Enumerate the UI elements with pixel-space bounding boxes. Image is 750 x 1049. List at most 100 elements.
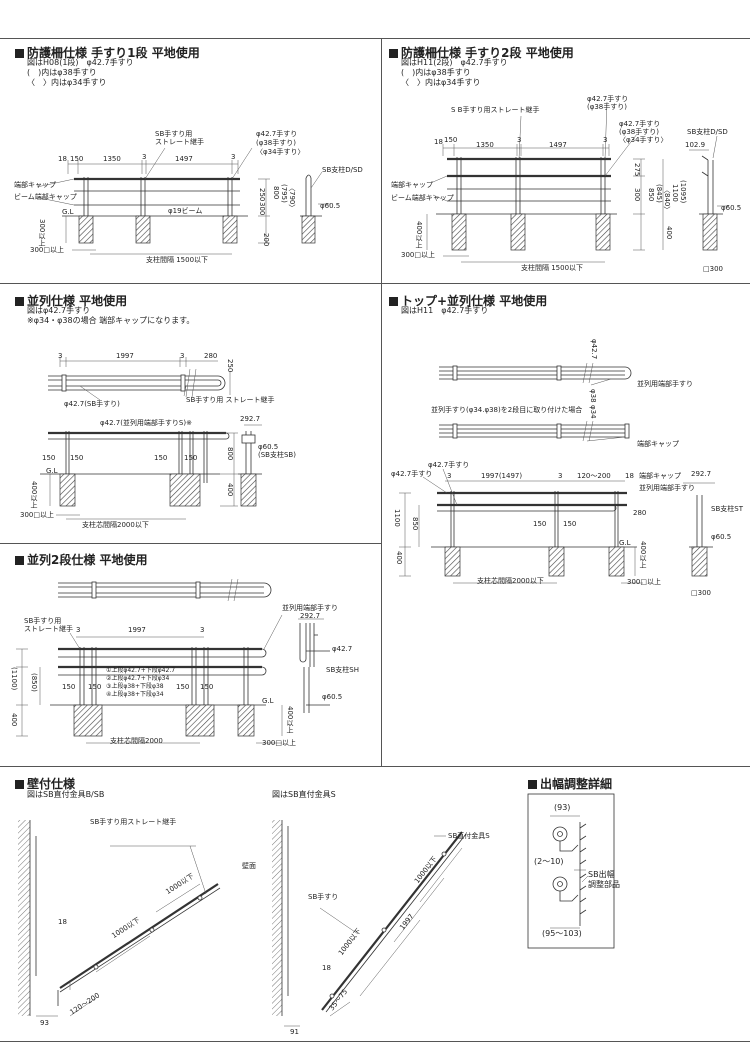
end-cap-label: 端部キャップ [391, 181, 433, 189]
section-guard-2-tier: 防護柵仕様 手すり2段 平地使用 図はH11(2段) φ42.7手すり ( )内… [381, 38, 750, 283]
dim-150b: 150 [70, 454, 84, 462]
end-cap-label-2: 端部キャップ [639, 472, 681, 480]
section-title: 出幅調整詳細 [528, 775, 612, 792]
pipe-label: φ60.5 [258, 443, 279, 451]
stair-drawings [18, 820, 467, 1027]
top-border [0, 38, 750, 39]
dim-1997: 1997(1497) [481, 472, 523, 480]
joint-label: S B手すり用ストレート継手 [451, 106, 540, 114]
plan-and-elevation [399, 362, 715, 584]
height-1095: (1095) [679, 180, 687, 204]
bracket-label: SB直付金具S [448, 832, 490, 840]
gl-label: G.L [62, 208, 74, 216]
post-label: SB支柱SH [326, 666, 359, 674]
rail-label: SB手すり [308, 893, 339, 901]
joint-label: SB手すり用 ストレート継手 [24, 617, 73, 633]
rail-38b-label: (φ38手すり) [619, 128, 659, 136]
dim-150c: 150 [176, 683, 190, 691]
dim-18: 18 [625, 472, 634, 480]
note-line: ( )内はφ38手すり [401, 68, 471, 77]
rail-42-label: φ42.7手すり [619, 120, 661, 128]
section-wall-mounted: 壁付仕様 図はSB直付金具B/SB 図はSB直付金具S [0, 766, 520, 1041]
dim-150: 150 [70, 155, 84, 163]
footing-label: 300□以上 [30, 246, 64, 254]
depth-label: 400以上 [639, 541, 647, 569]
dim-3a: 3 [447, 472, 452, 480]
horizontal-divider-2 [0, 543, 381, 544]
note-line: ※φ34・φ38の場合 端部キャップになります。 [27, 316, 195, 325]
rail-low-label: φ34 [589, 405, 597, 419]
height-1100: 1100 [671, 184, 679, 202]
gl-label: G.L [619, 539, 631, 547]
gl-label: G.L [46, 467, 58, 475]
dim-280: 280 [204, 352, 218, 360]
dim-3b: 3 [231, 153, 236, 161]
dim-18: 18 [58, 918, 67, 926]
gl-label: G.L [262, 697, 274, 705]
square-label: □300 [703, 265, 723, 273]
horizontal-divider-1 [0, 283, 750, 284]
section-parallel: 並列仕様 平地使用 図はφ42.7手すり ※φ34・φ38の場合 端部キャップに… [0, 283, 381, 543]
footing-label: 300□以上 [20, 511, 54, 519]
elevation-drawing [426, 101, 729, 263]
dim-150b: 150 [88, 683, 102, 691]
dim-150b: 150 [563, 520, 577, 528]
dim-91: 91 [290, 1028, 299, 1036]
dim-150d: 150 [200, 683, 214, 691]
rail-34-label: 〈φ34手すり〉 [619, 136, 668, 144]
beam-label: φ19ビーム [168, 207, 203, 215]
height-400: 400 [665, 226, 673, 240]
note-line: 〈 〉内はφ34手すり [401, 78, 481, 87]
parallel-note: 並列手すり(φ34.φ38)を2段目に取り付けた場合 [431, 406, 583, 414]
section-title: 防護柵仕様 手すり1段 平地使用 [15, 44, 200, 61]
vertical-divider-top [381, 38, 382, 283]
height-800: 800 [272, 186, 280, 200]
dim-280: 280 [633, 509, 647, 517]
dim-18: 18 [434, 138, 443, 146]
rail-sb-label: φ42.7(SB手すり) [64, 400, 120, 408]
rail-34-label: 〈φ34手すり〉 [256, 148, 305, 156]
depth-label: 400以上 [415, 221, 423, 249]
height-400: 400 [10, 713, 18, 727]
height-790: 〈790〉 [288, 184, 296, 212]
dim-18: 18 [58, 155, 67, 163]
height-850: 850 [411, 517, 419, 531]
dim-1997: 1997 [116, 352, 134, 360]
pipe-label: φ60.5 [322, 693, 343, 701]
dim-3b: 3 [200, 626, 205, 634]
height-200: 200 [262, 233, 270, 247]
dim-3a: 3 [517, 136, 522, 144]
combo-line: ①上段φ42.7+下段φ42.7 [106, 667, 176, 674]
offset-part-label: SB出幅 調整部品 [588, 870, 620, 889]
note-line: 図はH08(1段) φ42.7手すり [27, 58, 134, 67]
end-cap-label: 端部キャップ [637, 440, 679, 448]
rail-38a-label: (φ38手すり) [587, 103, 627, 111]
dim-150a: 150 [533, 520, 547, 528]
height-300: 300 [258, 202, 266, 216]
post-label: SB支柱D/SD [322, 166, 363, 174]
dim-150: 150 [444, 136, 458, 144]
note-line: 図はSB直付金具S [272, 790, 336, 799]
post-label: SB支柱ST [711, 505, 743, 513]
section-top-parallel: トップ+並列仕様 平地使用 図はH11 φ42.7手すり [381, 283, 750, 603]
section-offset-detail: 出幅調整詳細 (93) (2～10) SB出幅 調整部品 (95～103) [520, 766, 750, 1041]
note-line: 図はSB直付金具B/SB [27, 790, 105, 799]
dim-250: 250 [226, 359, 234, 373]
depth-label: 300以上 [38, 219, 46, 247]
dim-93: (93) [554, 803, 571, 812]
square-label: □300 [691, 589, 711, 597]
end-cap-label: 端部キャップ [14, 181, 56, 189]
span-label: 支柱芯間隔2000 [110, 737, 163, 745]
height-850: 850 [647, 188, 655, 202]
dim-1029: 102.9 [685, 141, 706, 149]
elevation-drawing [36, 147, 330, 255]
post-label: (SB支柱SB) [258, 451, 296, 459]
span-label: 支柱芯間隔2000以下 [82, 521, 149, 529]
plan-and-elevation [16, 578, 330, 744]
joint-label: SB手すり用ストレート継手 [90, 818, 177, 826]
beam-cap-label: ビーム端部キャップ [391, 194, 454, 202]
dim-3b: 3 [180, 352, 185, 360]
rail-label: φ42.7 [332, 645, 353, 653]
rail-38-label: (φ38手すり) [256, 139, 296, 147]
vertical-divider-mid [381, 283, 382, 766]
